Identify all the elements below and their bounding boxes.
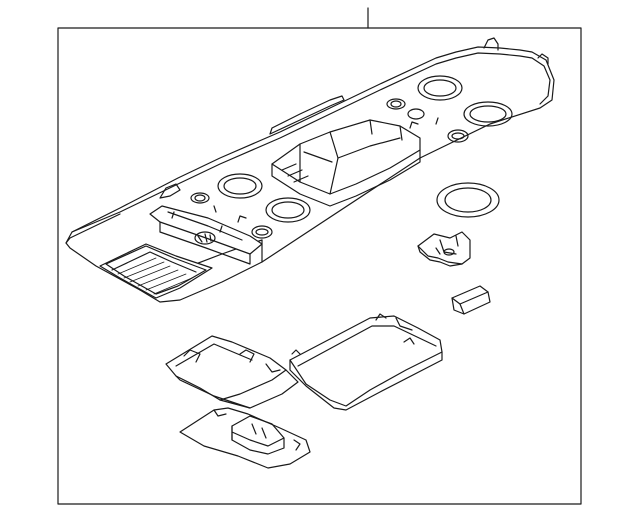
switch-bezel <box>179 407 311 469</box>
lamp-lens-panel <box>165 335 299 409</box>
diagram-frame <box>57 27 582 505</box>
mounting-clip <box>417 231 471 267</box>
trim-ring <box>436 182 500 218</box>
small-retainer <box>451 285 491 315</box>
overhead-console-housing <box>65 37 555 303</box>
storage-compartment-door <box>289 313 443 411</box>
